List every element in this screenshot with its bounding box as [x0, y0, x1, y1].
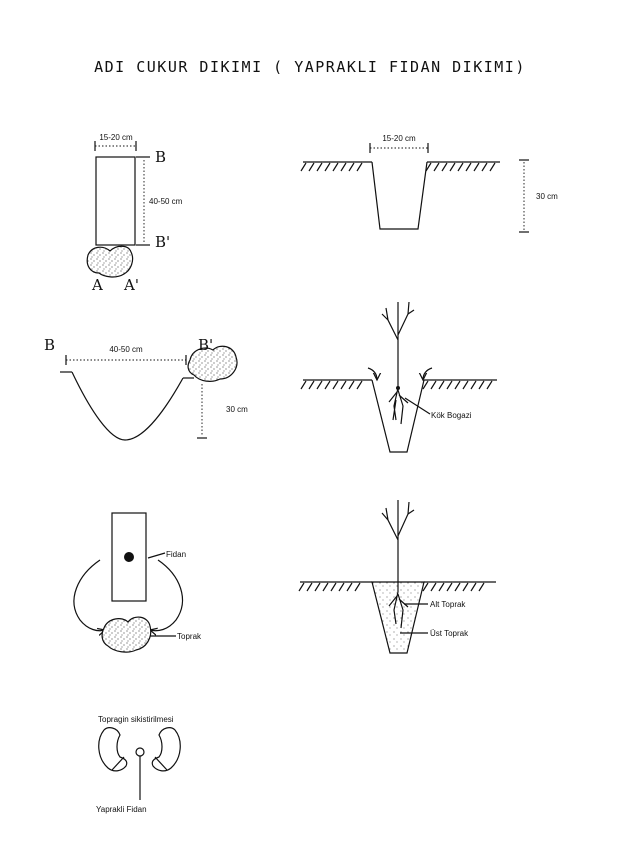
filled-pit: Alt Toprak Üst Toprak: [298, 500, 496, 654]
plan-view-pit: 15-20 cm 40-50 cm B B' A A': [86, 133, 183, 294]
point-b: B: [155, 148, 166, 166]
left-arrow-icon: [73, 559, 105, 631]
left-foot-icon: [98, 727, 128, 772]
seedling-point: [124, 552, 134, 562]
right-arrow-icon: [423, 367, 433, 380]
pit-profile: B 40-50 cm B' 30 cm: [44, 336, 248, 441]
depth-label: 30 cm: [536, 192, 558, 201]
pit-rectangle: [111, 512, 147, 602]
soil-pile: [101, 616, 152, 653]
soil-compaction: Topragin sikistirilmesi Yaprakli Fidan: [96, 715, 181, 814]
pit-outline: [371, 161, 428, 230]
seedling-label: Fidan: [166, 550, 186, 559]
soil-label: Toprak: [177, 632, 202, 641]
subsoil-label: Alt Toprak: [430, 600, 466, 609]
seedling-point: [135, 747, 145, 757]
point-b: B: [44, 336, 55, 354]
point-a: A: [91, 276, 103, 294]
soil-pile: [187, 345, 238, 382]
seedling-icon: [381, 301, 415, 388]
root-icon: [388, 387, 409, 425]
ground-hatching: [300, 380, 493, 390]
point-a-prime: A': [123, 276, 139, 294]
width-label: 15-20 cm: [99, 133, 133, 142]
root-icon: [388, 591, 409, 629]
right-foot-icon: [151, 727, 181, 772]
length-label: 40-50 cm: [149, 197, 183, 206]
width-label: 40-50 cm: [109, 345, 143, 354]
left-arrow-icon: [367, 367, 377, 380]
pit-rectangle: [95, 156, 136, 246]
page-title: ADI CUKUR DIKIMI ( YAPRAKLI FIDAN DIKIMI…: [94, 58, 526, 76]
backfilled-pit: [371, 581, 425, 654]
width-label: 15-20 cm: [382, 134, 416, 143]
root-collar-label: Kök Bogazi: [431, 411, 472, 420]
planting-plan: Fidan Toprak: [73, 512, 202, 653]
seedling-in-pit: Kök Bogazi: [300, 301, 497, 453]
ground-hatching: [298, 582, 485, 592]
pit-cross-section: 15-20 cm 30 cm: [300, 134, 558, 233]
compaction-label: Topragin sikistirilmesi: [98, 715, 174, 724]
ground-hatching: [300, 162, 496, 172]
topsoil-label: Üst Toprak: [430, 629, 469, 638]
seedling-icon: [381, 500, 415, 592]
pit-curve: [71, 371, 184, 441]
depth-label: 30 cm: [226, 405, 248, 414]
seedling-label: Yaprakli Fidan: [96, 805, 147, 814]
pit-outline: [371, 379, 425, 453]
point-b-prime: B': [198, 336, 213, 354]
right-arrow-icon: [150, 559, 184, 631]
soil-pile: [86, 245, 134, 278]
point-b-prime: B': [155, 233, 170, 251]
